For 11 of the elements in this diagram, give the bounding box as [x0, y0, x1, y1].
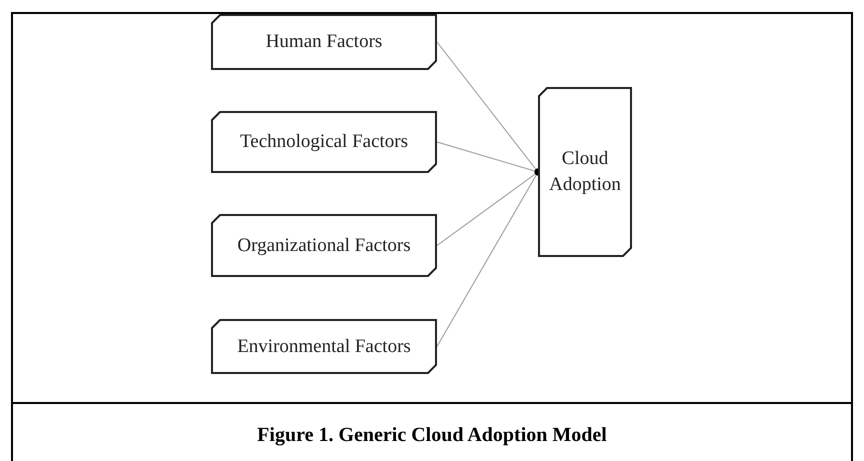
node-label: Cloud Adoption — [548, 147, 622, 197]
node-label: Technological Factors — [238, 130, 410, 154]
figure-caption: Figure 1. Generic Cloud Adoption Model — [256, 423, 608, 448]
factor-box — [211, 111, 437, 173]
node-label: Organizational Factors — [236, 234, 412, 258]
factor-box — [538, 87, 632, 257]
node-label: Environmental Factors — [236, 334, 412, 358]
node-label: Human Factors — [264, 30, 384, 54]
factor-box — [211, 319, 437, 374]
factor-box — [211, 14, 437, 70]
factor-box — [211, 214, 437, 277]
